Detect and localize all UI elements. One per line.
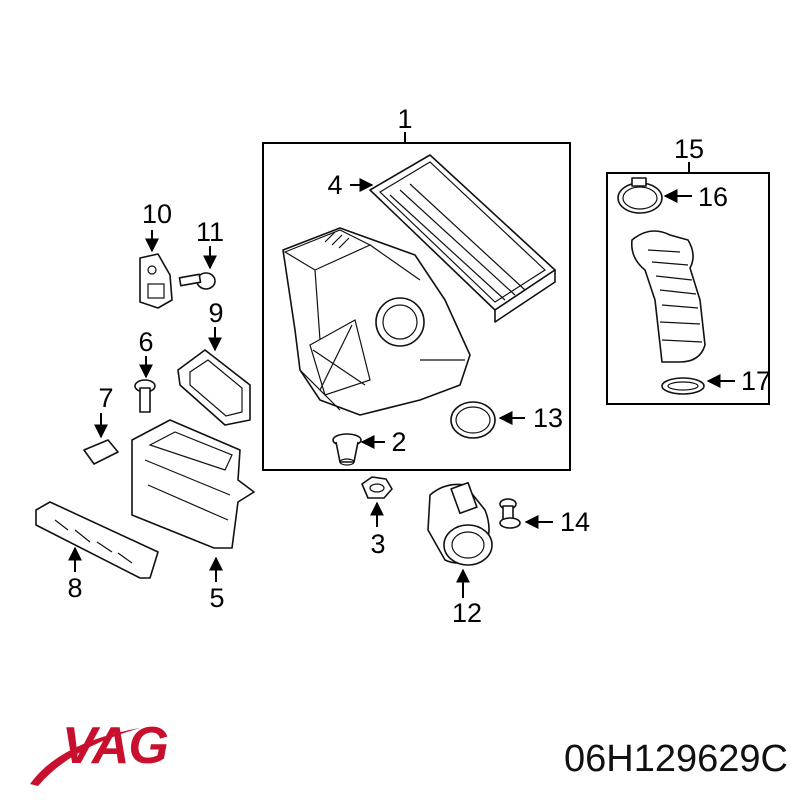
callout-4: 4 — [327, 170, 342, 200]
callout-12: 12 — [452, 598, 482, 628]
callout-11: 11 — [196, 217, 224, 247]
mounting-bolt-6 — [134, 379, 156, 413]
mass-air-flow-sensor — [427, 481, 493, 566]
hose-clamp-16 — [617, 177, 663, 214]
o-ring-seal — [450, 401, 496, 439]
air-filter-housing — [282, 227, 471, 416]
air-filter-element — [369, 154, 556, 323]
callout-16: 16 — [698, 182, 728, 212]
callout-2: 2 — [391, 427, 406, 457]
air-duct-8 — [35, 501, 159, 579]
brand-logo: VAG — [62, 717, 169, 775]
mounting-nut — [361, 476, 393, 499]
screw-11 — [178, 272, 216, 290]
air-guide-5 — [131, 419, 255, 549]
callout-3: 3 — [370, 529, 385, 559]
callout-10: 10 — [142, 199, 172, 229]
callout-14: 14 — [560, 507, 590, 537]
callout-5: 5 — [209, 583, 224, 613]
callout-17: 17 — [741, 366, 771, 396]
callout-1: 1 — [397, 104, 412, 134]
callout-7: 7 — [98, 383, 113, 413]
brand-logo-swoosh — [30, 728, 140, 786]
rubber-grommet — [332, 433, 362, 466]
retaining-clip-7 — [83, 439, 119, 465]
callout-9: 9 — [208, 298, 223, 328]
callout-15: 15 — [674, 134, 704, 164]
assembly-box-1 — [262, 142, 571, 471]
hose-clamp-17 — [661, 377, 705, 395]
callout-13: 13 — [533, 403, 563, 433]
intake-hose — [630, 230, 706, 363]
part-number: 06H129629C — [564, 738, 788, 780]
mounting-bolt-14 — [499, 498, 521, 529]
air-intake-duct-9 — [177, 349, 251, 426]
callout-8: 8 — [67, 573, 82, 603]
bracket-10 — [139, 253, 173, 309]
callout-6: 6 — [138, 327, 153, 357]
